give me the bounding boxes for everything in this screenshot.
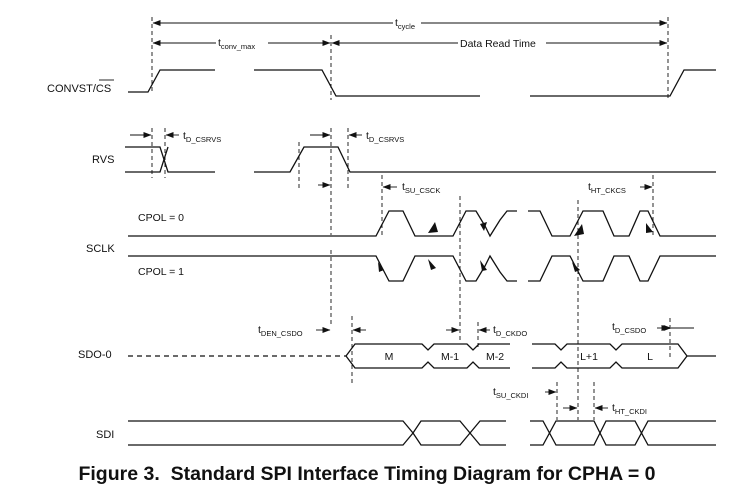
sdo-bit-m: M [385, 351, 394, 363]
convst-waveform [128, 69, 716, 97]
tht-ckcs-label: tHT_CKCS [588, 181, 626, 195]
timing-diagram: CONVST/CS RVS SCLK SDO-0 SDI CPOL = 0 CP… [47, 17, 716, 446]
td-csdo-label: tD_CSDO [612, 321, 646, 335]
sdo-bit-l: L [647, 351, 653, 363]
td-ckdo-label: tD_CKDO [493, 324, 527, 338]
tht-ckdi-label: tHT_CKDI [612, 402, 647, 416]
tden-csdo-label: tDEN_CSDO [258, 324, 303, 338]
sdo-waveform [128, 343, 716, 369]
td-csrvs-label-2: tD_CSRVS [366, 130, 404, 144]
signal-label-convst: CONVST/CS [47, 83, 111, 95]
sdo-arrows [316, 325, 694, 333]
tcycle-label: tcycle [395, 17, 415, 31]
sclk-cpol1-waveform [128, 254, 716, 282]
signal-label-rvs: RVS [92, 154, 114, 166]
rvs-waveform [125, 132, 716, 188]
sdo-bit-m2: M-2 [486, 351, 504, 363]
cpol1-label: CPOL = 1 [138, 266, 184, 278]
signal-label-sdi: SDI [96, 429, 114, 441]
signal-label-sclk: SCLK [86, 243, 115, 255]
cpol0-label: CPOL = 0 [138, 212, 184, 224]
reference-lines [151, 17, 671, 420]
tsu-csck-label: tSU_CSCK [402, 181, 440, 195]
sdo-bit-l1: L+1 [580, 351, 598, 363]
sdi-arrows [545, 389, 608, 411]
signal-label-sdo: SDO-0 [78, 349, 112, 361]
sclk-cpol0-waveform [128, 210, 716, 238]
figure-caption: Figure 3. Standard SPI Interface Timing … [78, 463, 656, 485]
data-read-label: Data Read Time [460, 38, 536, 50]
sdo-bit-m1: M-1 [441, 351, 459, 363]
tconv-label: tconv_max [218, 37, 255, 51]
sdi-waveform [128, 420, 716, 446]
tsu-ckdi-label: tSU_CKDI [493, 386, 528, 400]
td-csrvs-label-1: tD_CSRVS [183, 130, 221, 144]
